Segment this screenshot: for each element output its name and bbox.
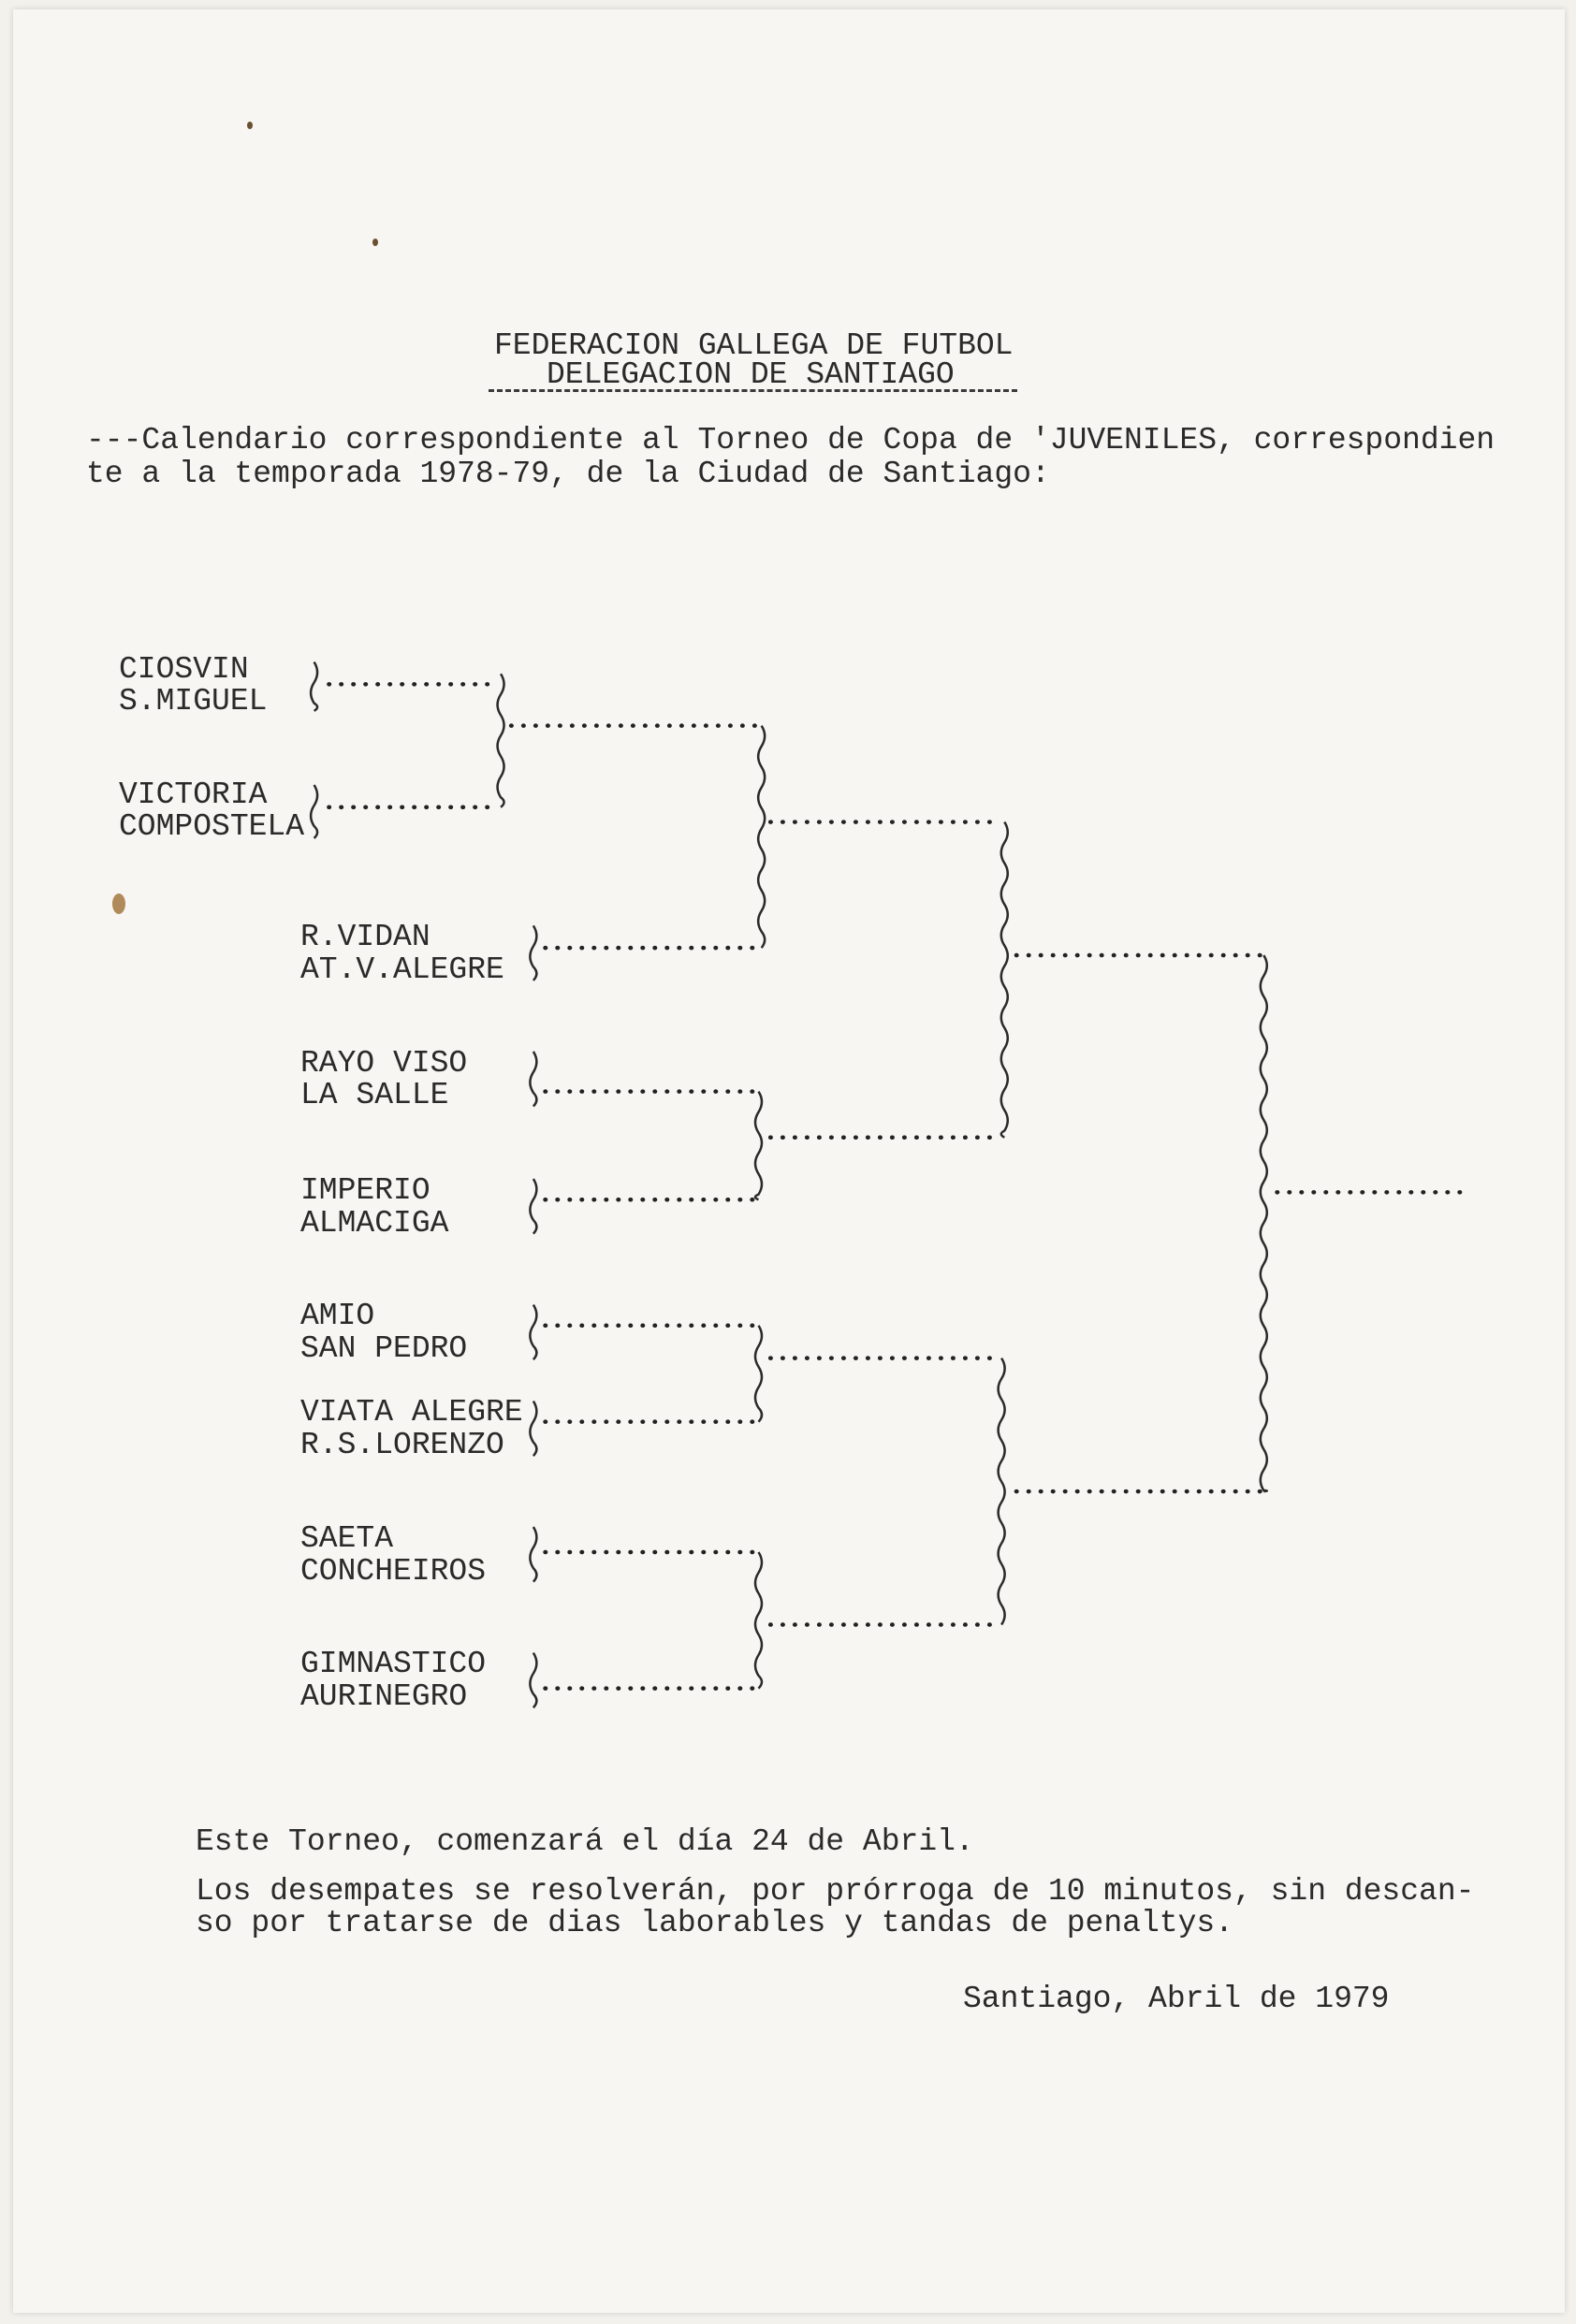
bracket-brace xyxy=(529,1303,538,1361)
stain xyxy=(372,239,378,246)
bracket-brace xyxy=(753,1090,764,1201)
team-name: LA SALLE xyxy=(300,1078,449,1112)
stain xyxy=(112,893,125,914)
bracket-brace xyxy=(1259,954,1269,1493)
team-name: RAYO VISO xyxy=(300,1046,468,1081)
team-name: AURINEGRO xyxy=(300,1679,468,1714)
team-name: ALMACIGA xyxy=(300,1206,449,1241)
team-name: SAN PEDRO xyxy=(300,1331,468,1366)
bracket-brace xyxy=(529,1400,538,1457)
bracket-brace xyxy=(997,1357,1006,1626)
bracket-brace xyxy=(529,1526,538,1583)
bracket-brace xyxy=(756,724,766,949)
tiebreak-rules-line-2: so por tratarse de dias laborables y tan… xyxy=(196,1906,1233,1940)
intro-line-1: ---Calendario correspondiente al Torneo … xyxy=(86,423,1496,458)
team-name: COMPOSTELA xyxy=(119,809,305,844)
bracket-brace xyxy=(529,924,538,981)
tiebreak-rules-line-1: Los desempates se resolverán, por prórro… xyxy=(196,1874,1475,1909)
bracket-brace xyxy=(529,1178,538,1235)
bracket-brace xyxy=(753,1325,764,1423)
bracket-brace xyxy=(309,661,319,712)
place-and-date-signature: Santiago, Abril de 1979 xyxy=(963,1982,1390,2016)
header-federation: FEDERACION GALLEGA DE FUTBOL xyxy=(494,328,1014,363)
team-name: AMIO xyxy=(300,1299,375,1333)
bracket-brace xyxy=(309,784,319,839)
team-name: R.S.LORENZO xyxy=(300,1428,504,1462)
team-name: CONCHEIROS xyxy=(300,1554,487,1589)
team-name: CIOSVIN xyxy=(119,652,249,687)
header-underline xyxy=(489,389,1017,392)
team-name: SAETA xyxy=(300,1521,394,1556)
document-page xyxy=(13,9,1565,2313)
bracket-brace xyxy=(753,1551,764,1690)
bracket-brace xyxy=(1000,821,1010,1139)
team-name: VIATA ALEGRE xyxy=(300,1395,523,1430)
team-name: IMPERIO xyxy=(300,1173,430,1208)
intro-line-2: te a la temporada 1978-79, de la Ciudad … xyxy=(86,457,1050,491)
stain xyxy=(247,122,253,129)
start-date-note: Este Torneo, comenzará el día 24 de Abri… xyxy=(196,1824,974,1859)
bracket-brace xyxy=(529,1051,538,1108)
team-name: VICTORIA xyxy=(119,777,268,812)
team-name: GIMNASTICO xyxy=(300,1647,487,1681)
team-name: AT.V.ALEGRE xyxy=(300,952,504,987)
bracket-brace xyxy=(529,1651,538,1709)
header-delegation: DELEGACION DE SANTIAGO xyxy=(547,357,955,392)
team-name: R.VIDAN xyxy=(300,920,430,954)
bracket-brace xyxy=(496,673,505,808)
team-name: S.MIGUEL xyxy=(119,684,268,719)
